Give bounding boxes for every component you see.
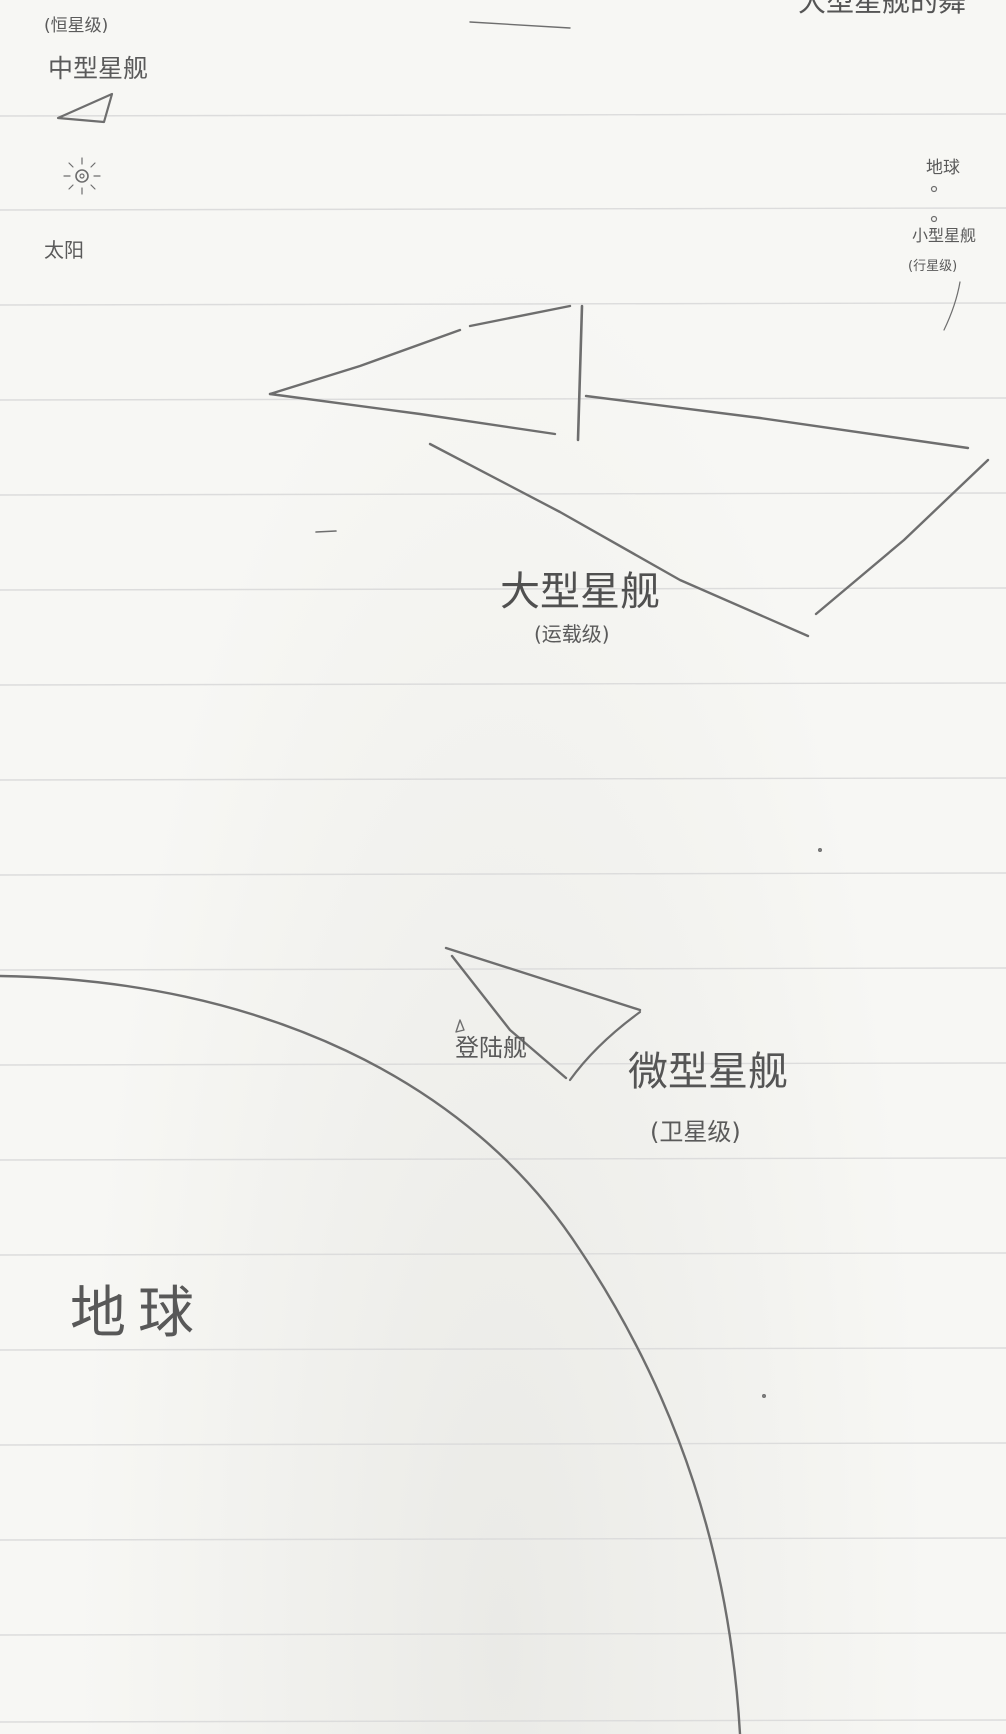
ruled-lines	[0, 113, 1006, 1723]
stray-dot	[817, 847, 822, 852]
medium-ship-icon	[56, 92, 114, 124]
sun-icon	[63, 157, 101, 195]
earth-label: 地球	[70, 1281, 206, 1346]
medium-ship-class-label: (恒星级)	[44, 16, 109, 36]
micro-ship-icon	[444, 946, 642, 1082]
small-ship-label: 小型星舰	[912, 226, 977, 245]
large-ship-class-label: (运载级)	[534, 622, 610, 646]
large-ship-icon	[268, 304, 990, 638]
micro-ship-label: 微型星舰	[628, 1049, 788, 1095]
large-ship-top-label: 大型星舰的舞	[798, 0, 967, 18]
medium-ship-label: 中型星舰	[48, 54, 149, 83]
large-ship-label: 大型星舰	[500, 569, 660, 615]
stray-dot	[761, 1394, 766, 1399]
small-ship-icon	[930, 185, 961, 331]
sun-label: 太阳	[44, 238, 84, 262]
earth-arc	[0, 974, 742, 1734]
micro-ship-class-label: (卫星级)	[650, 1118, 741, 1146]
small-ship-class-label: (行星级)	[908, 259, 958, 274]
lander-label: 登陆舰	[455, 1034, 527, 1062]
stray-mark	[469, 21, 571, 29]
earth-small-label: 地球	[926, 158, 960, 178]
